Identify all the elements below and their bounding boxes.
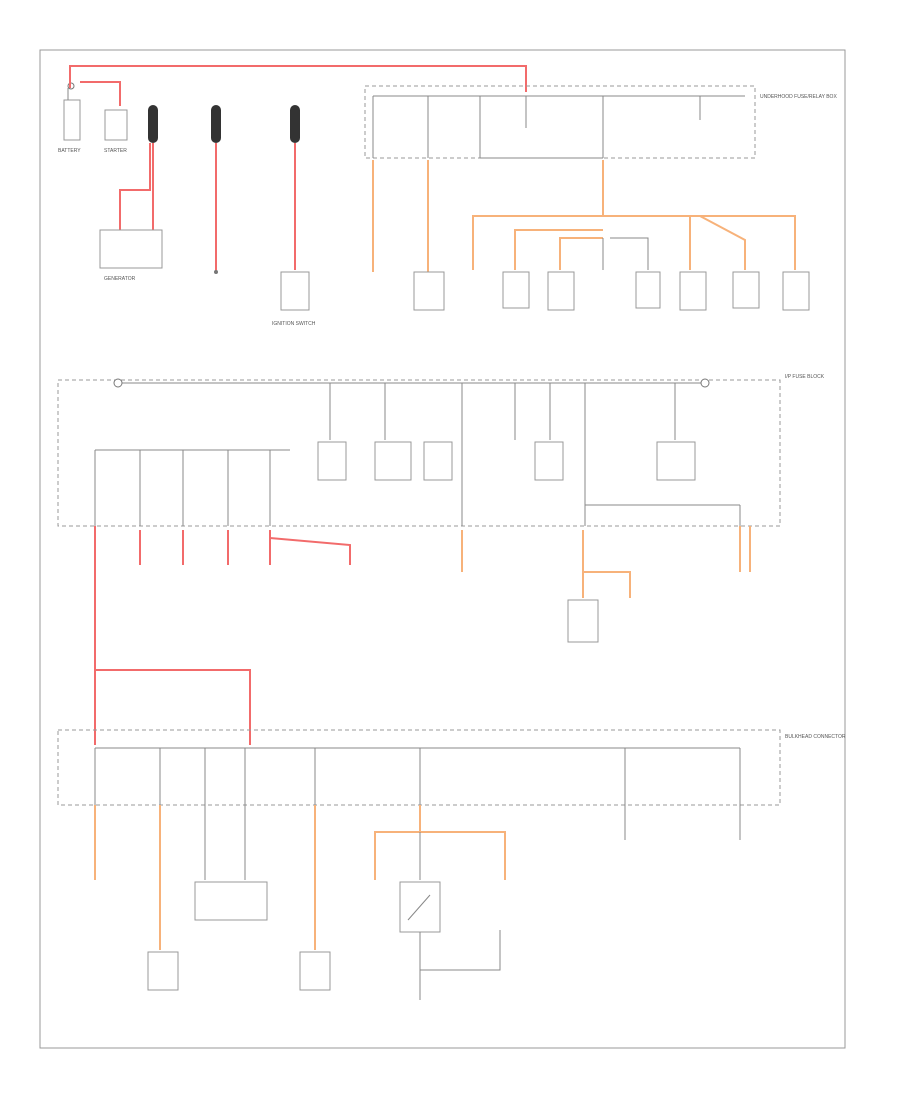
starter-label: STARTER: [104, 148, 127, 154]
starter: [104, 109, 128, 141]
battery-feed-wire: [69, 65, 527, 92]
wire-branch-f: [699, 215, 746, 270]
battery: [63, 82, 81, 141]
wire-branch-c: [514, 229, 603, 270]
component-a: [413, 271, 445, 311]
underhood-fuse-box: [364, 85, 756, 159]
wire-branch-a: [472, 160, 604, 270]
fusible-link-3: [290, 105, 300, 270]
ignition-switch: [280, 271, 310, 311]
fusible-link-2: [211, 105, 221, 272]
wire-branch-d: [559, 237, 603, 270]
battery-label: BATTERY: [58, 148, 81, 154]
top-loads: [502, 271, 810, 311]
underhood-fuses: [372, 96, 701, 159]
ip-fuse-block-label: I/P FUSE BLOCK: [785, 374, 825, 380]
ip-relays: [317, 441, 696, 481]
bulkhead-connector-box: [57, 729, 781, 806]
generator-label: GENERATOR: [104, 276, 136, 282]
underhood-fuse-box-label: UNDERHOOD FUSE/RELAY BOX: [760, 94, 837, 100]
diagram-frame: [39, 49, 846, 1049]
bulkhead-label: BULKHEAD CONNECTOR: [785, 734, 846, 740]
generator-module: [99, 229, 163, 269]
ip-fuse-block: [57, 379, 781, 527]
starter-feed-wire: [80, 81, 121, 106]
wire-branch-b: [603, 215, 796, 270]
ignition-switch-label: IGNITION SWITCH: [272, 321, 316, 327]
ip-fuse-drops: [329, 383, 676, 526]
fusible-link-1: [119, 105, 158, 230]
